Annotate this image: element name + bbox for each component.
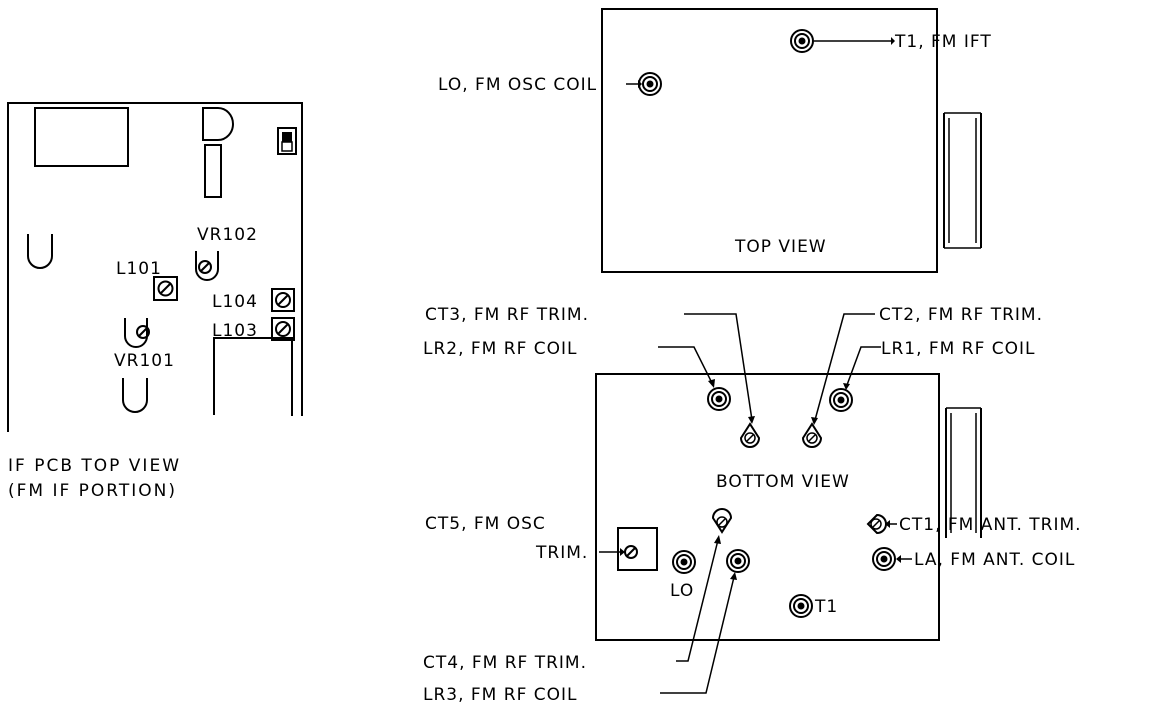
lr1-callout: LR1, FM RF COIL bbox=[881, 339, 1036, 359]
ct2-callout: CT2, FM RF TRIM. bbox=[879, 305, 1043, 325]
ct2-leader bbox=[814, 313, 875, 421]
lr1-coil-icon bbox=[829, 388, 853, 412]
if-pcb-caption-line2: (FM IF PORTION) bbox=[8, 481, 177, 501]
t1-coil-icon bbox=[790, 29, 814, 53]
pcb-switch bbox=[277, 127, 297, 155]
ct4-callout: CT4, FM RF TRIM. bbox=[423, 653, 587, 673]
ct5-housing bbox=[617, 527, 658, 571]
vr102-label: VR102 bbox=[197, 225, 258, 245]
if-pcb-caption-line1: IF PCB TOP VIEW bbox=[8, 456, 181, 476]
lo-callout: LO, FM OSC COIL bbox=[438, 75, 597, 95]
l103-label: L103 bbox=[212, 321, 258, 341]
l101-slug-icon bbox=[157, 280, 174, 297]
pcb-block-component bbox=[34, 107, 129, 167]
lr2-leader bbox=[658, 346, 713, 384]
pcb-tall-component bbox=[204, 144, 222, 198]
l103-slug-icon bbox=[275, 321, 291, 337]
lr3-coil-icon bbox=[726, 549, 750, 573]
ct3-trimmer-icon bbox=[739, 422, 761, 448]
ct5-callout-line2: TRIM. bbox=[535, 543, 588, 563]
ct4-trimmer-icon bbox=[711, 508, 733, 534]
top-view-side-bracket bbox=[943, 112, 982, 249]
bottom-view-tuner: BOTTOM VIEW LR2, FM RF COIL CT3, FM RF T… bbox=[423, 305, 1082, 703]
ct1-callout: CT1, FM ANT. TRIM. bbox=[899, 515, 1082, 535]
lo-coil-bottom-icon bbox=[672, 550, 696, 574]
pcb-u-shape-left bbox=[27, 234, 53, 269]
ct5-trimmer-icon bbox=[624, 545, 638, 559]
ct3-callout: CT3, FM RF TRIM. bbox=[425, 305, 589, 325]
vr101-trimmer-icon bbox=[136, 325, 150, 339]
if-pcb-board: VR102 L101 L104 L103 VR101 IF PCB TOP VI… bbox=[7, 102, 303, 501]
top-view-box bbox=[601, 8, 938, 273]
bottom-view-box bbox=[595, 373, 940, 641]
la-coil-icon bbox=[872, 547, 896, 571]
bottom-view-title: BOTTOM VIEW bbox=[716, 472, 850, 492]
lo-inline-label: LO bbox=[670, 581, 694, 601]
ct5-callout-line1: CT5, FM OSC bbox=[425, 514, 546, 534]
lr1-leader bbox=[846, 346, 881, 386]
l101-label: L101 bbox=[116, 259, 162, 279]
l104-label: L104 bbox=[212, 292, 258, 312]
ct3-leader bbox=[684, 313, 753, 421]
vr102-trimmer-icon bbox=[198, 260, 212, 274]
la-callout: LA, FM ANT. COIL bbox=[914, 550, 1075, 570]
ct1-trimmer-icon bbox=[866, 513, 887, 535]
t1-inline-label: T1 bbox=[814, 597, 838, 617]
lr2-callout: LR2, FM RF COIL bbox=[423, 339, 578, 359]
bottom-view-side-bracket bbox=[945, 407, 982, 538]
ct2-trimmer-icon bbox=[801, 422, 823, 448]
lo-coil-icon bbox=[638, 72, 662, 96]
pcb-u-shape-bottom bbox=[122, 378, 148, 413]
lr3-callout: LR3, FM RF COIL bbox=[423, 685, 578, 703]
pcb-d-shape-component bbox=[202, 107, 234, 141]
top-view-title: TOP VIEW bbox=[734, 237, 827, 257]
lr3-leader bbox=[660, 576, 735, 694]
ct4-leader bbox=[676, 539, 719, 662]
t1-coil-bottom-icon bbox=[789, 594, 813, 618]
top-view-tuner: T1, FM IFT LO, FM OSC COIL TOP VIEW bbox=[438, 8, 992, 273]
l104-slug-icon bbox=[275, 292, 291, 308]
t1-callout: T1, FM IFT bbox=[894, 32, 992, 52]
pcb-connector-outline bbox=[213, 337, 293, 416]
lr2-coil-icon bbox=[707, 387, 731, 411]
vr101-label: VR101 bbox=[114, 351, 175, 371]
